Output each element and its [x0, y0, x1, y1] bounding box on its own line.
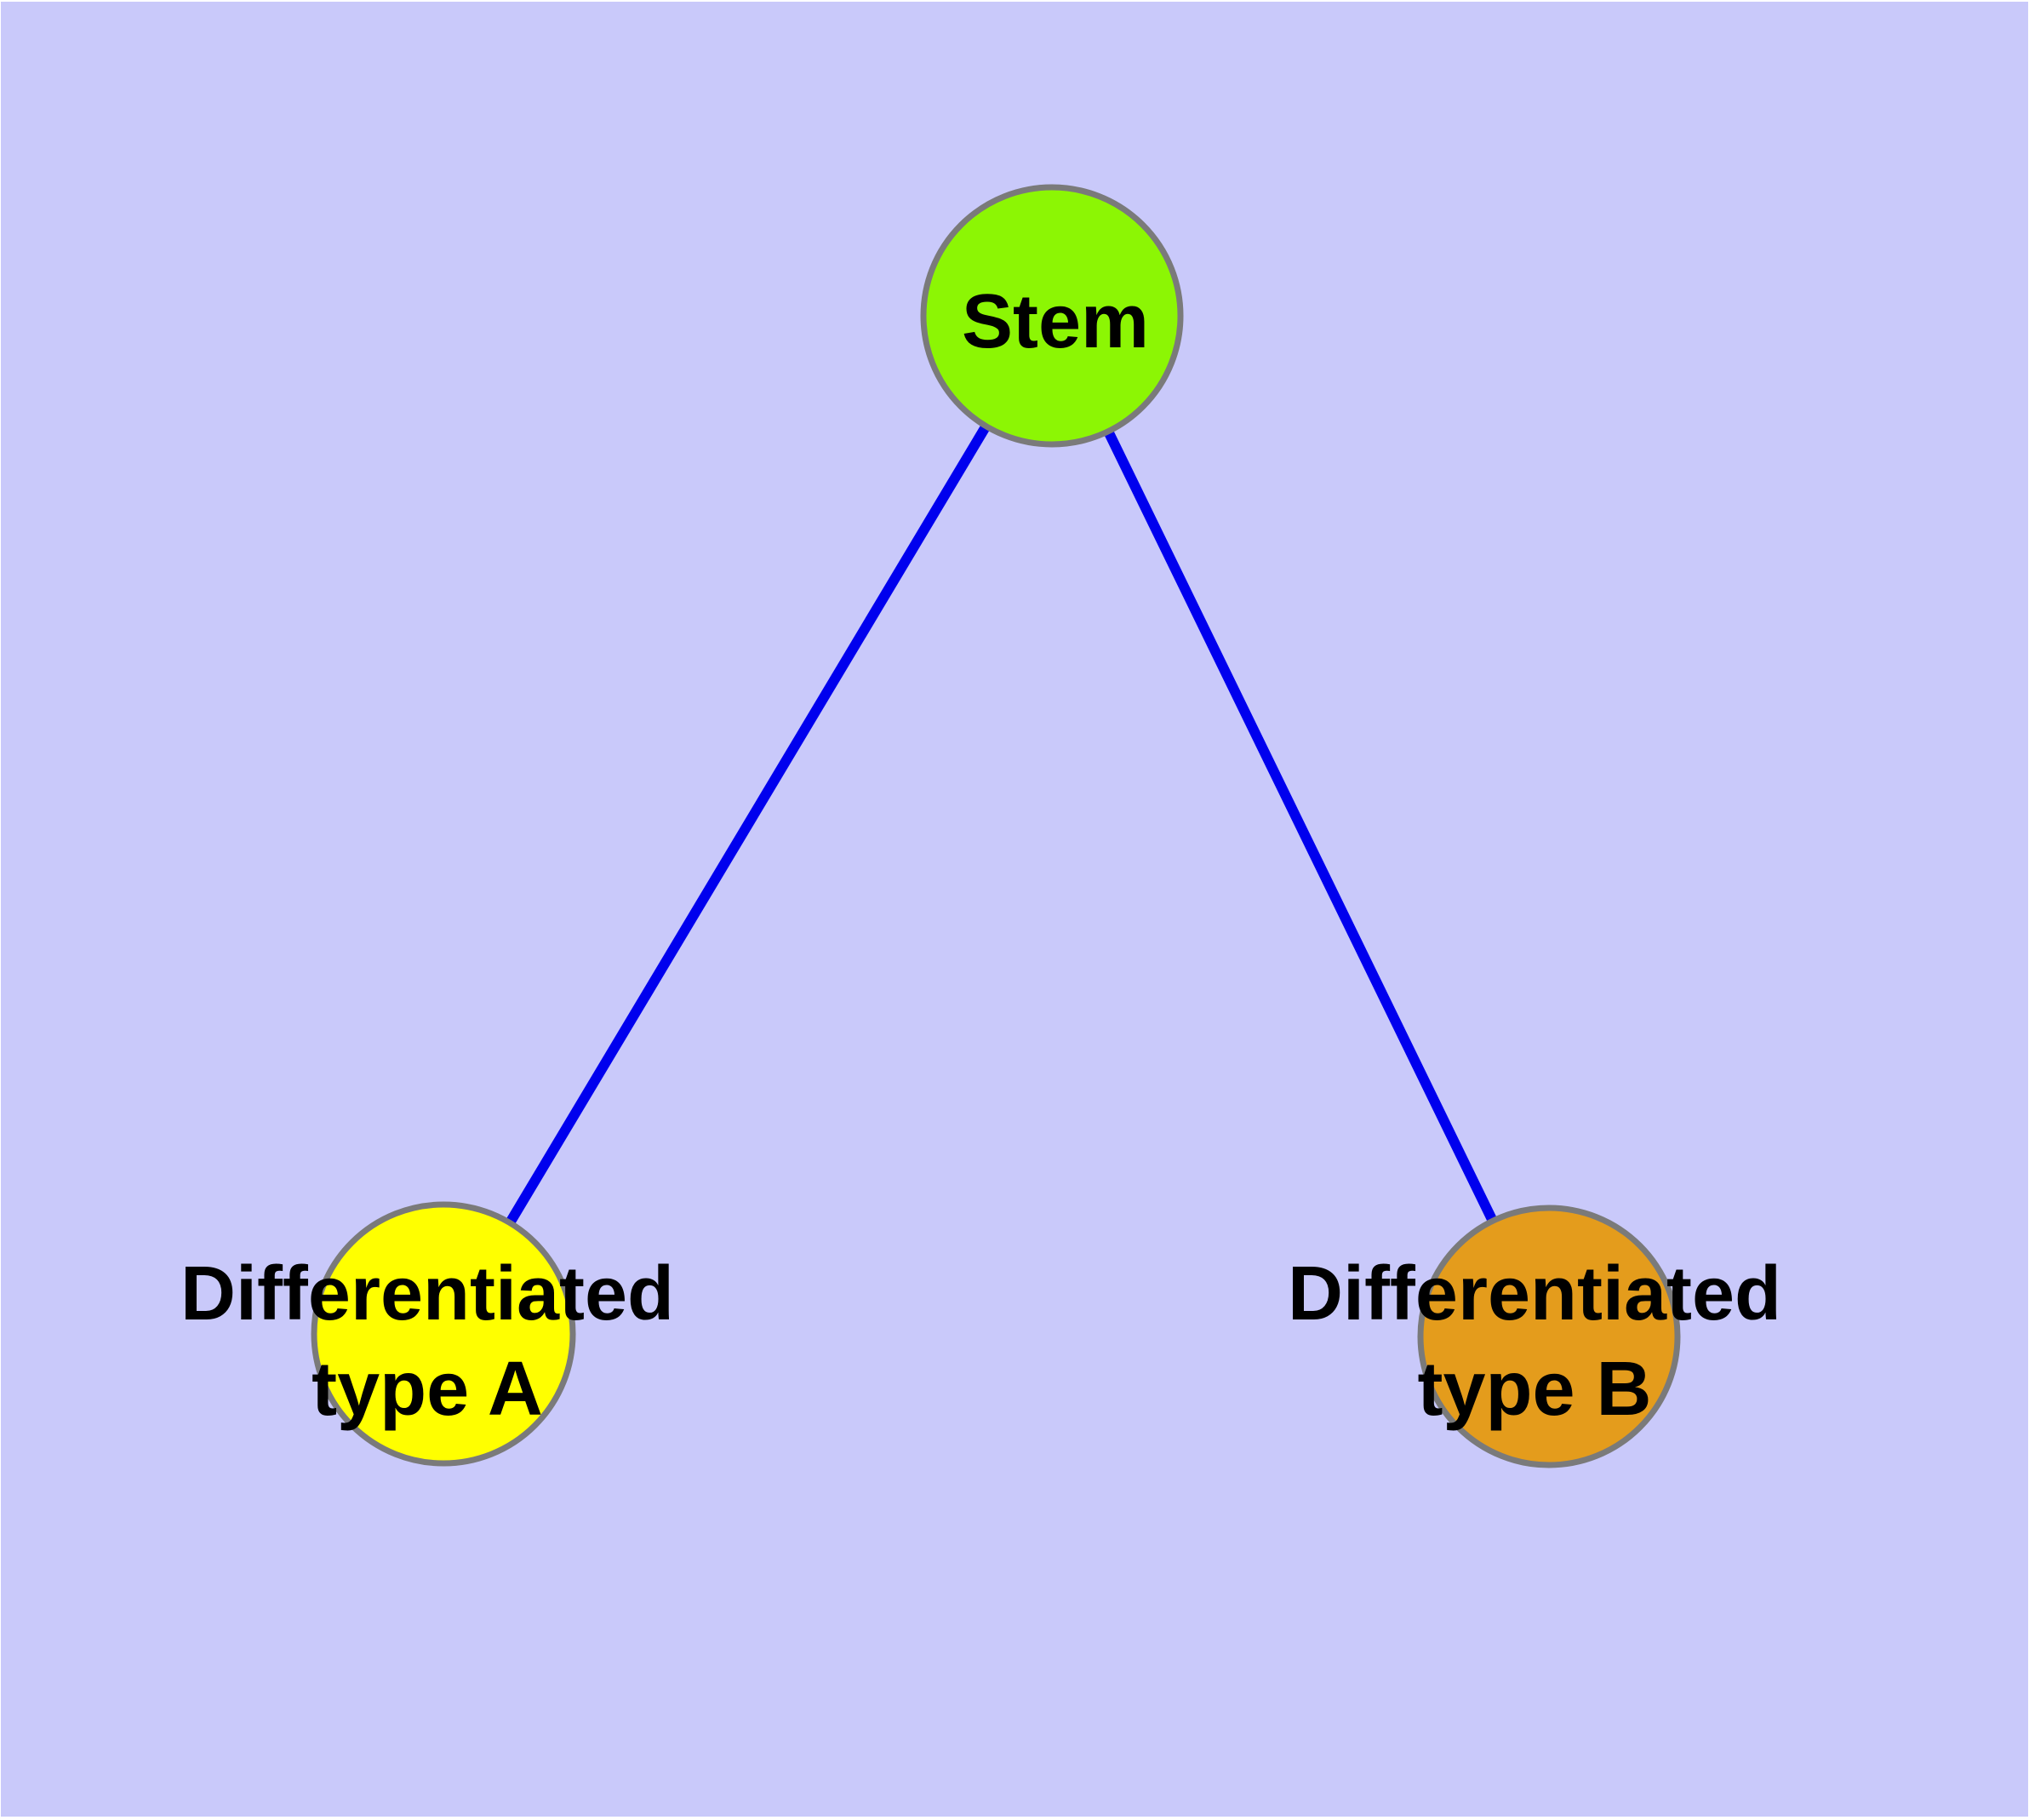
- node-type-b-label-line2: type B: [1417, 1347, 1651, 1432]
- node-stem-circle: [920, 184, 1184, 448]
- node-type-a-label-line2: type A: [311, 1347, 543, 1432]
- node-type-a-circle: [311, 1201, 576, 1467]
- node-type-b-circle: [1417, 1205, 1681, 1468]
- edge-stem-to-type-b: [1047, 313, 1554, 1339]
- node-type-b-label-line1: Differentiated: [1288, 1251, 1781, 1336]
- node-stem-label: Stem: [962, 279, 1149, 364]
- node-type-a-label-line1: Differentiated: [180, 1251, 674, 1336]
- edge-stem-to-type-a: [438, 312, 1057, 1337]
